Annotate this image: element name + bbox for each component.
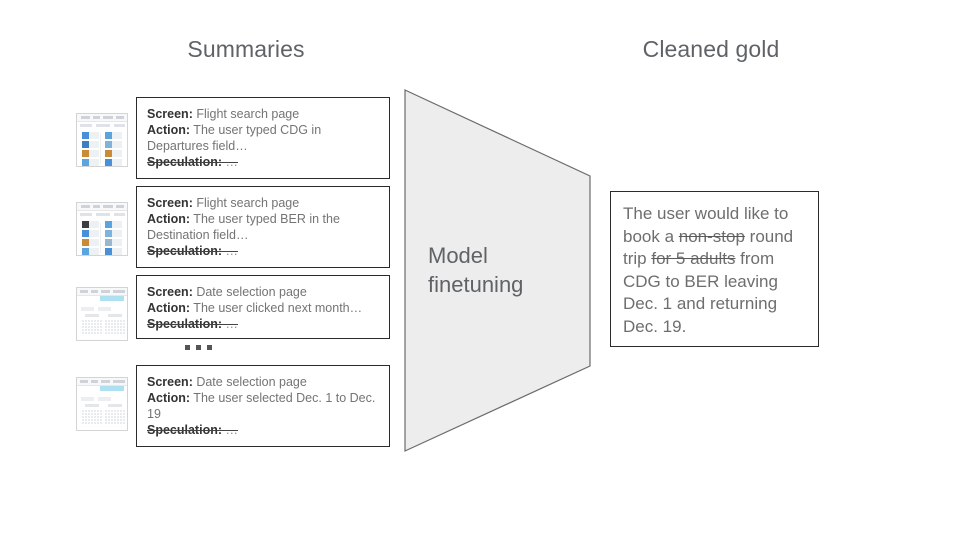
speculation-value: … (222, 244, 238, 258)
summary-speculation-line: Speculation: … (147, 243, 379, 259)
thumbnail-results-column-right (105, 132, 122, 166)
column-heading-summaries: Summaries (187, 36, 305, 62)
thumbnail-month-left (82, 404, 102, 425)
summary-action-line: Action: The user selected Dec. 1 to Dec.… (147, 390, 379, 422)
summary-row: Screen: Flight search page Action: The u… (76, 186, 390, 268)
summary-screen-line: Screen: Flight search page (147, 106, 379, 122)
thumbnail-toolbar (77, 288, 127, 296)
column-heading-cleaned-gold: Cleaned gold (642, 36, 780, 62)
funnel-shape (404, 89, 591, 452)
summary-card: Screen: Date selection page Action: The … (136, 365, 390, 447)
ellipsis-dot (185, 345, 190, 350)
thumbnail-divider (100, 223, 101, 253)
speculation-value: … (222, 317, 238, 331)
summary-action-line: Action: The user typed CDG in Departures… (147, 122, 379, 154)
summary-screen-line: Screen: Flight search page (147, 195, 379, 211)
summary-screen-line: Screen: Date selection page (147, 284, 379, 300)
summary-row: Screen: Date selection page Action: The … (76, 275, 390, 341)
action-value: The user selected Dec. 1 to Dec. 19 (147, 391, 376, 421)
funnel-label: Model finetuning (428, 241, 558, 299)
summary-action-line: Action: The user typed BER in the Destin… (147, 211, 379, 243)
thumbnail-month-right (105, 404, 125, 425)
action-value: The user clicked next month… (190, 301, 363, 315)
funnel-label-line2: finetuning (428, 272, 524, 297)
thumbnail-month-right (105, 314, 125, 335)
action-label: Action: (147, 212, 191, 226)
screen-value: Date selection page (192, 375, 307, 389)
speculation-label: Speculation: (147, 155, 223, 169)
summary-card: Screen: Flight search page Action: The u… (136, 97, 390, 179)
screen-label: Screen: (147, 375, 193, 389)
thumbnail-month-left (82, 314, 102, 335)
gold-text-struck-adults: for 5 adults (651, 249, 736, 268)
ellipsis-dot (207, 345, 212, 350)
action-label: Action: (147, 391, 191, 405)
date-picker-calendar-screenshot (76, 377, 128, 431)
thumbnail-subbar (80, 213, 125, 217)
ellipsis-dot (196, 345, 201, 350)
speculation-value: … (222, 423, 238, 437)
speculation-label: Speculation: (147, 317, 223, 331)
gold-text-struck-nonstop: non-stop (678, 226, 745, 246)
summary-row: Screen: Flight search page Action: The u… (76, 97, 390, 179)
flight-search-results-screenshot (76, 202, 128, 256)
speculation-value: … (222, 155, 238, 169)
thumbnail-results-column-left (82, 132, 99, 166)
thumbnail-accent-bar (100, 386, 124, 391)
thumbnail-accent-bar (100, 296, 124, 301)
gold-text-part2: round trip (623, 226, 794, 269)
cleaned-gold-text-box: The user would like to book a non-stop r… (610, 191, 819, 347)
screen-value: Flight search page (192, 107, 300, 121)
date-picker-calendar-screenshot (76, 287, 128, 341)
screen-value: Flight search page (192, 196, 300, 210)
summary-action-line: Action: The user clicked next month… (147, 300, 379, 316)
summary-card: Screen: Date selection page Action: The … (136, 275, 390, 339)
summary-speculation-line: Speculation: … (147, 316, 379, 332)
summary-speculation-line: Speculation: … (147, 154, 379, 170)
thumbnail-divider (100, 134, 101, 164)
action-value: The user typed CDG in Departures field… (147, 123, 322, 153)
speculation-label: Speculation: (147, 244, 223, 258)
gold-text-part3: from CDG to BER leaving Dec. 1 and retur… (623, 249, 778, 336)
thumbnail-subbar (80, 124, 125, 128)
thumbnail-toolbar (77, 114, 127, 122)
summary-row: Screen: Date selection page Action: The … (76, 365, 390, 447)
summary-screen-line: Screen: Date selection page (147, 374, 379, 390)
model-finetuning-funnel: Model finetuning (404, 89, 594, 452)
action-value: The user typed BER in the Destination fi… (147, 212, 340, 242)
screen-value: Date selection page (192, 285, 307, 299)
summary-speculation-line: Speculation: … (147, 422, 379, 438)
action-label: Action: (147, 301, 191, 315)
thumbnail-results-column-left (82, 221, 99, 255)
action-label: Action: (147, 123, 191, 137)
screen-label: Screen: (147, 107, 193, 121)
screen-label: Screen: (147, 285, 193, 299)
ellipsis-indicator (185, 345, 212, 350)
screen-label: Screen: (147, 196, 193, 210)
speculation-label: Speculation: (147, 423, 223, 437)
funnel-label-line1: Model (428, 243, 488, 268)
summary-card: Screen: Flight search page Action: The u… (136, 186, 390, 268)
thumbnail-results-column-right (105, 221, 122, 255)
thumbnail-toolbar (77, 378, 127, 386)
gold-text-part1: The user would like to book a (623, 204, 789, 246)
flight-search-results-screenshot (76, 113, 128, 167)
thumbnail-toolbar (77, 203, 127, 211)
